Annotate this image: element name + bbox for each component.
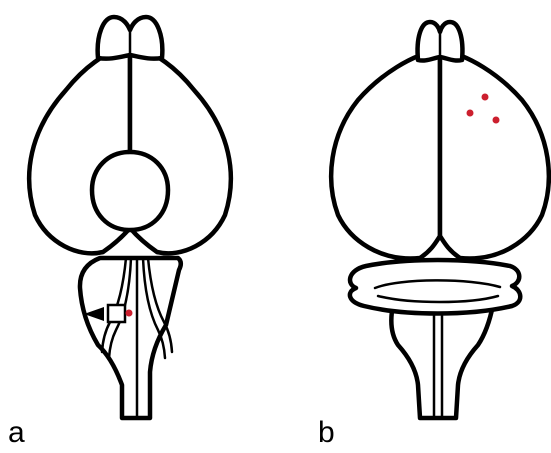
panel-b-brain xyxy=(331,22,549,418)
panel-label-b: b xyxy=(318,418,335,448)
left-hemisphere-b xyxy=(331,50,440,258)
panel-label-a: a xyxy=(8,418,25,448)
red-dot-marker-icon xyxy=(493,117,500,124)
brainstem-a xyxy=(80,258,181,418)
right-hemisphere-b xyxy=(440,50,549,258)
lesion-box-icon xyxy=(108,305,125,322)
red-dot-marker-icon xyxy=(467,110,474,117)
panel-a-brain xyxy=(29,17,231,418)
red-dot-marker-icon xyxy=(126,310,133,317)
red-dot-marker-icon xyxy=(482,94,489,101)
midbrain-oval-a xyxy=(92,152,168,230)
